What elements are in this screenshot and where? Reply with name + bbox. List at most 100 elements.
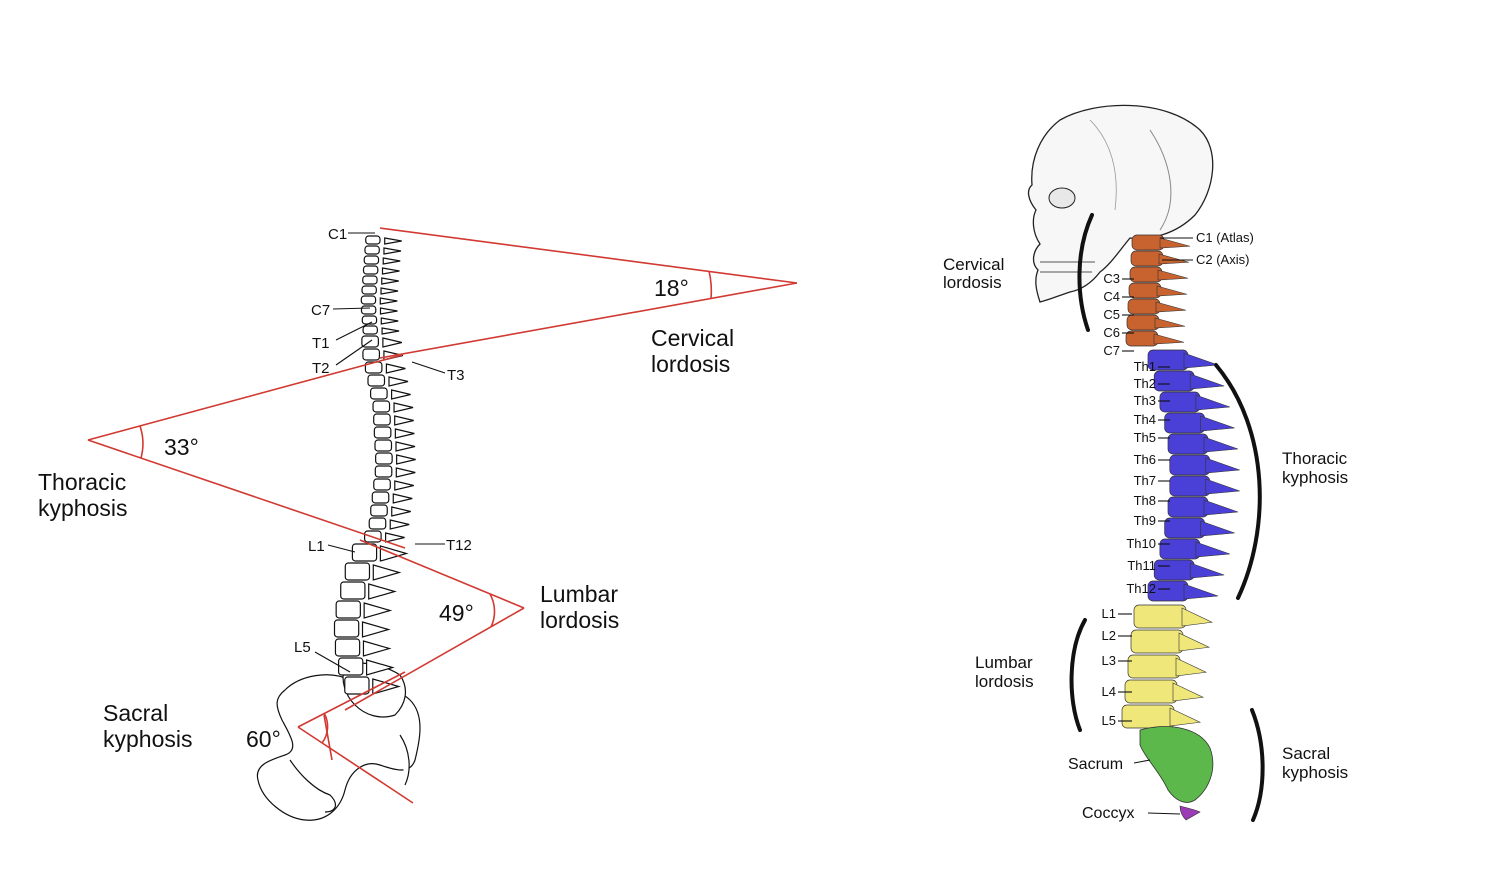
left-spinous-process: [388, 376, 409, 387]
vertebra-label: C4: [1103, 289, 1120, 304]
vertebra-label: C1 (Atlas): [1196, 230, 1254, 245]
right-vertebra-body: [1159, 391, 1201, 413]
right-spinous-process: [1189, 373, 1225, 390]
left-spinous-process: [395, 467, 416, 478]
left-spinous-process: [382, 257, 401, 265]
right-spinous-process: [1195, 541, 1230, 558]
sacral-line-lower: [297, 726, 414, 804]
left-spinous-process: [362, 640, 392, 657]
lumbar-angle-value: 49°: [439, 600, 474, 626]
right-vertebra-body: [1130, 629, 1184, 654]
thoracic-curve-bracket: [1214, 363, 1262, 600]
left-vertebra-body: [361, 285, 377, 295]
vertebra-label: Th4: [1134, 412, 1156, 427]
right-spinous-process: [1172, 682, 1205, 702]
cervical-angle-value: 18°: [654, 275, 689, 301]
vertebra-label: Th3: [1134, 393, 1156, 408]
right-vertebra-body: [1124, 679, 1178, 704]
left-spinous-process: [379, 297, 398, 305]
right-spinous-process: [1157, 269, 1189, 281]
left-spinous-process: [395, 441, 416, 452]
left-vertebra-body: [373, 413, 391, 426]
left-vertebra-body: [365, 235, 381, 245]
vertebra-label: Th6: [1134, 452, 1156, 467]
sacral-line-upper: [297, 671, 406, 728]
angle-annotations: 18° Cervical lordosis 33° Thoracic kypho…: [38, 275, 734, 752]
right-vertebra-body: [1153, 559, 1195, 581]
right-spinous-process: [1154, 317, 1186, 329]
vertebra-label: Th11: [1127, 558, 1156, 573]
cervical-angle-arc: [708, 270, 713, 300]
left-spinous-process: [391, 389, 411, 400]
skull-illustration: [1027, 104, 1214, 303]
label-c7: C7: [311, 302, 330, 319]
right-spinous-process: [1203, 499, 1239, 516]
thoracic-line-lower: [87, 439, 406, 549]
left-vertebra-body: [367, 374, 386, 387]
right-spinous-process: [1169, 707, 1202, 727]
right-thoracic-line1: Thoracic: [1282, 449, 1348, 468]
right-vertebra-body: [1164, 412, 1205, 434]
right-vertebra-body: [1131, 234, 1165, 251]
right-cervical-line2: lordosis: [943, 273, 1002, 292]
right-colored-spine: [1121, 234, 1240, 821]
left-vertebra-body: [363, 255, 380, 265]
right-vertebra-body: [1153, 370, 1195, 392]
right-vertebra-body: [1169, 454, 1211, 476]
left-spinous-process: [384, 237, 402, 245]
right-spine-panel: Cervical lordosis Thoracic kyphosis Lumb…: [943, 104, 1348, 822]
left-spinous-process: [394, 480, 414, 491]
right-vertebra-labels: C1 (Atlas)C2 (Axis)C3C4C5C6C7Th1Th2Th3Th…: [1102, 230, 1254, 728]
label-t3: T3: [447, 367, 465, 384]
left-spinous-process: [385, 532, 405, 543]
left-vertebra-body: [360, 295, 377, 305]
right-spinous-process: [1158, 253, 1190, 265]
right-spinous-process: [1195, 394, 1230, 411]
cervical-line-upper: [379, 227, 798, 284]
lumbar-caption-line1: Lumbar: [540, 581, 618, 607]
left-vertebra-body: [351, 543, 378, 562]
right-lumbar-line1: Lumbar: [975, 653, 1033, 672]
vertebra-label: Th9: [1134, 513, 1156, 528]
left-vertebra-body: [361, 315, 378, 325]
sacral-caption-line2: kyphosis: [103, 726, 192, 752]
coccyx-shape: [1179, 805, 1201, 821]
vertebra-label: Th2: [1134, 376, 1156, 391]
lumbar-angle-arc: [489, 593, 496, 628]
left-spinous-process: [396, 454, 416, 465]
vertebra-label: C3: [1103, 271, 1120, 286]
sacral-angle-arc: [321, 712, 329, 744]
left-spinous-process: [394, 428, 415, 439]
right-spinous-process: [1203, 436, 1239, 453]
vertebra-label: L5: [1102, 713, 1116, 728]
sacral-line-vertical: [323, 714, 333, 761]
left-spinous-process: [389, 519, 410, 530]
vertebra-label: Th8: [1134, 493, 1156, 508]
right-vertebra-body: [1164, 517, 1205, 539]
right-spinous-process: [1159, 237, 1191, 249]
lumbar-line-upper: [359, 539, 525, 609]
left-vertebra-body: [362, 348, 381, 361]
left-spinous-process: [363, 602, 393, 619]
left-spinous-process: [385, 363, 406, 374]
vertebra-label: Th10: [1126, 536, 1156, 551]
lumbar-curve-bracket: [1069, 618, 1087, 732]
right-vertebra-body: [1167, 496, 1209, 518]
right-spinous-process: [1156, 285, 1188, 297]
left-vertebra-body: [371, 491, 390, 504]
left-spinous-process: [392, 493, 413, 504]
vertebra-label: C2 (Axis): [1196, 252, 1249, 267]
left-vertebra-body: [368, 517, 387, 530]
left-vertebra-body: [334, 638, 361, 657]
right-lumbar-line2: lordosis: [975, 672, 1034, 691]
thoracic-line-upper: [87, 354, 403, 441]
coccyx-label: Coccyx: [1082, 805, 1134, 822]
left-vertebra-body: [340, 581, 366, 600]
right-spinous-process: [1183, 352, 1219, 369]
left-vertebra-body: [333, 619, 360, 638]
vertebra-label: C5: [1103, 307, 1120, 322]
vertebra-label: C7: [1103, 343, 1120, 358]
left-vertebra-body: [360, 305, 377, 315]
right-spinous-process: [1178, 632, 1211, 652]
